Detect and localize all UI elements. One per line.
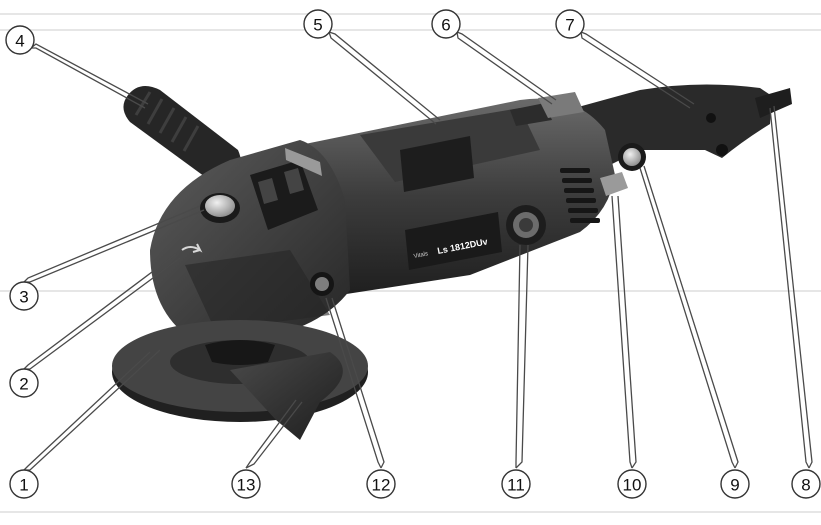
leader-12b — [331, 297, 385, 469]
vent-grille — [560, 168, 600, 223]
callout-7-label: 7 — [565, 16, 574, 35]
callout-8: 8 — [791, 469, 821, 499]
leader-7 — [580, 31, 695, 105]
gear-head — [150, 140, 350, 340]
callout-9: 9 — [720, 469, 750, 499]
leader-4b — [30, 43, 149, 105]
leader-11 — [515, 244, 521, 468]
callout-9-label: 9 — [730, 476, 739, 495]
leader-10 — [611, 195, 633, 469]
leader-13b — [245, 401, 303, 469]
motor-housing — [300, 98, 615, 295]
leader-2b — [23, 253, 177, 370]
callout-6: 6 — [431, 9, 461, 39]
grinder-illustration: Vitals Ls 1812DUv — [112, 84, 792, 440]
leader-12 — [325, 297, 382, 469]
callout-12: 12 — [366, 469, 396, 499]
callout-5: 5 — [303, 9, 333, 39]
model-badge: Vitals Ls 1812DUv — [405, 212, 502, 270]
callout-4-label: 4 — [15, 32, 24, 51]
callouts: 1 2 3 4 5 6 7 8 9 10 11 12 13 — [5, 9, 821, 499]
background-rules — [0, 13, 821, 513]
callout-4: 4 — [5, 25, 35, 55]
callout-10: 10 — [617, 469, 647, 499]
housing-button — [506, 205, 546, 245]
callout-1: 1 — [9, 469, 39, 499]
leader-8 — [769, 107, 810, 469]
leader-4 — [31, 47, 146, 109]
leader-8b — [773, 105, 813, 469]
callout-3-label: 3 — [19, 288, 28, 307]
trigger-switch — [600, 172, 628, 196]
callout-13: 13 — [231, 469, 261, 499]
callout-6-label: 6 — [441, 16, 450, 35]
callout-12-label: 12 — [372, 476, 391, 495]
speed-regulator — [538, 92, 584, 118]
leader-lines — [23, 31, 813, 471]
callout-1-label: 1 — [19, 476, 28, 495]
handle-socket — [310, 272, 334, 296]
callout-2: 2 — [9, 368, 39, 398]
leader-13 — [245, 399, 297, 469]
leader-9 — [639, 167, 736, 469]
leader-11b — [515, 244, 529, 469]
callout-10-label: 10 — [623, 476, 642, 495]
callout-3: 3 — [9, 281, 39, 311]
leader-6 — [456, 31, 557, 101]
brand-mark: Vitals — [413, 251, 428, 260]
rotation-arrow — [181, 243, 203, 253]
side-handle — [123, 86, 241, 182]
callout-13-label: 13 — [237, 476, 256, 495]
callout-2-label: 2 — [19, 375, 28, 394]
leader-5 — [328, 31, 441, 121]
leader-3b — [23, 205, 201, 283]
leader-1 — [24, 349, 161, 471]
callout-5-label: 5 — [313, 16, 322, 35]
leader-5b — [328, 31, 437, 125]
leader-9b — [643, 165, 739, 469]
callout-11-label: 11 — [507, 476, 525, 495]
leader-10b — [617, 195, 637, 469]
callout-11: 11 — [501, 469, 531, 499]
disc-and-guard — [112, 320, 368, 440]
callout-7: 7 — [555, 9, 585, 39]
spindle-lock-button — [200, 193, 240, 223]
callout-8-label: 8 — [801, 476, 810, 495]
leader-7b — [580, 31, 691, 109]
lock-button — [618, 143, 646, 171]
leader-1b — [23, 351, 151, 471]
leader-6b — [456, 31, 553, 105]
rear-handle — [560, 84, 792, 170]
